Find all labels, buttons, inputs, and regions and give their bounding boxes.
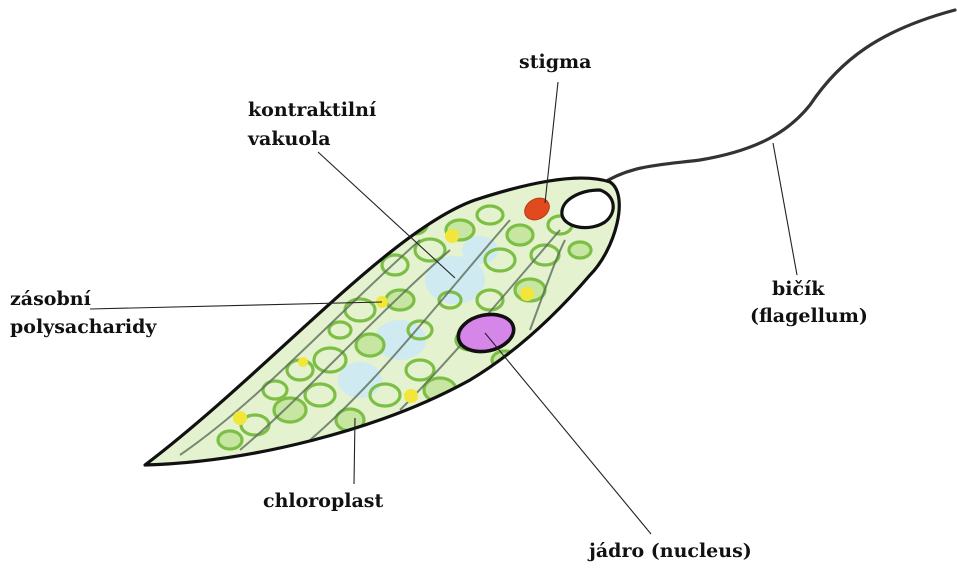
- label-stigma: stigma: [519, 51, 591, 73]
- label-vacuole-line2: vakuola: [247, 128, 331, 150]
- label-flagellum-line2: (flagellum): [750, 305, 868, 327]
- label-polysaccharide-line1: zásobní: [10, 288, 92, 310]
- flagellum: [600, 10, 955, 185]
- label-polysaccharide-line2: polysacharidy: [10, 316, 157, 338]
- label-chloroplast: chloroplast: [263, 490, 383, 512]
- label-flagellum-line1: bičík: [772, 278, 825, 300]
- leader-flagellum: [773, 143, 797, 275]
- label-nucleus: jádro (nucleus): [587, 540, 752, 562]
- leader-nucleus: [485, 333, 651, 534]
- cell-body: [145, 178, 619, 465]
- label-vacuole-line1: kontraktilní: [248, 99, 377, 121]
